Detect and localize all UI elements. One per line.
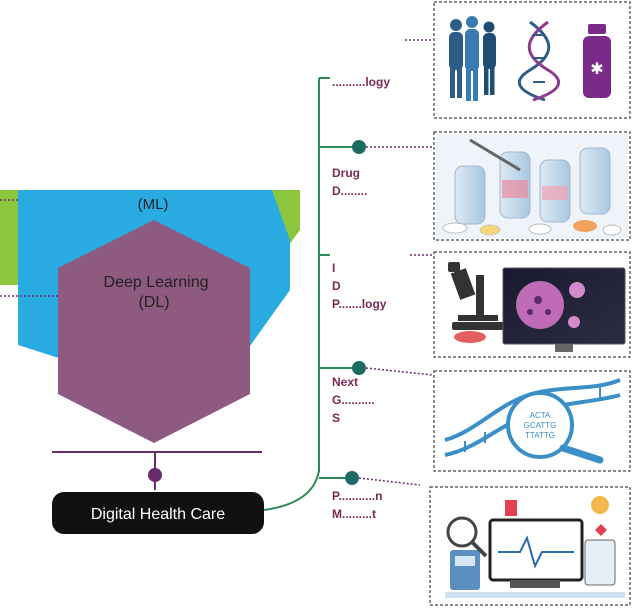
people-icon: [449, 16, 496, 101]
root-curve: [263, 469, 320, 511]
panel-precision-medicine: [429, 486, 631, 606]
panel-sequencing: ACTA GCATTG TTATTG: [433, 370, 631, 472]
svg-text:✱: ✱: [590, 61, 603, 78]
medicine-bottle-icon: ✱: [583, 24, 611, 98]
branch-label-3: I D P.......logy: [332, 261, 387, 311]
dna-magnifier-icon: ACTA GCATTG TTATTG: [444, 378, 621, 464]
pills-icon: [442, 220, 622, 236]
panel-oncology: ✱: [433, 1, 631, 119]
medical-devices-icon: [445, 496, 625, 598]
branch-node-2[interactable]: [352, 140, 366, 154]
dna-icon: [517, 20, 561, 102]
microscope-icon: [448, 262, 504, 343]
ml-label: (ML): [138, 196, 169, 213]
branch-node-5[interactable]: [345, 471, 359, 485]
branch-label-4: Next G.......... S: [332, 375, 378, 425]
branch-label-5: P...........n M.........t: [332, 489, 386, 521]
root-label: Digital Health Care: [91, 506, 225, 523]
dl-label-line1: Deep Learning: [104, 274, 209, 291]
digital-health-care-button[interactable]: Digital Health Care: [52, 492, 264, 534]
leader-4: [365, 367, 434, 376]
root-connector-dot: [148, 468, 162, 482]
dl-hexagon: [58, 220, 250, 443]
svg-text:ACTA: ACTA: [530, 411, 551, 420]
svg-text:GCATTG: GCATTG: [524, 421, 557, 430]
panel-drug-discovery: [433, 131, 631, 241]
leader-5: [358, 477, 421, 486]
test-tubes-icon: [454, 138, 611, 225]
branch-label-2: Drug D........: [332, 166, 367, 198]
branch-node-4[interactable]: [352, 361, 366, 375]
svg-text:TTATTG: TTATTG: [525, 431, 555, 440]
dl-label-line2: (DL): [138, 294, 169, 311]
pathology-monitor-icon: [502, 267, 626, 352]
branch-label-1: ..........logy: [332, 75, 390, 89]
panel-pathology: [433, 251, 631, 358]
